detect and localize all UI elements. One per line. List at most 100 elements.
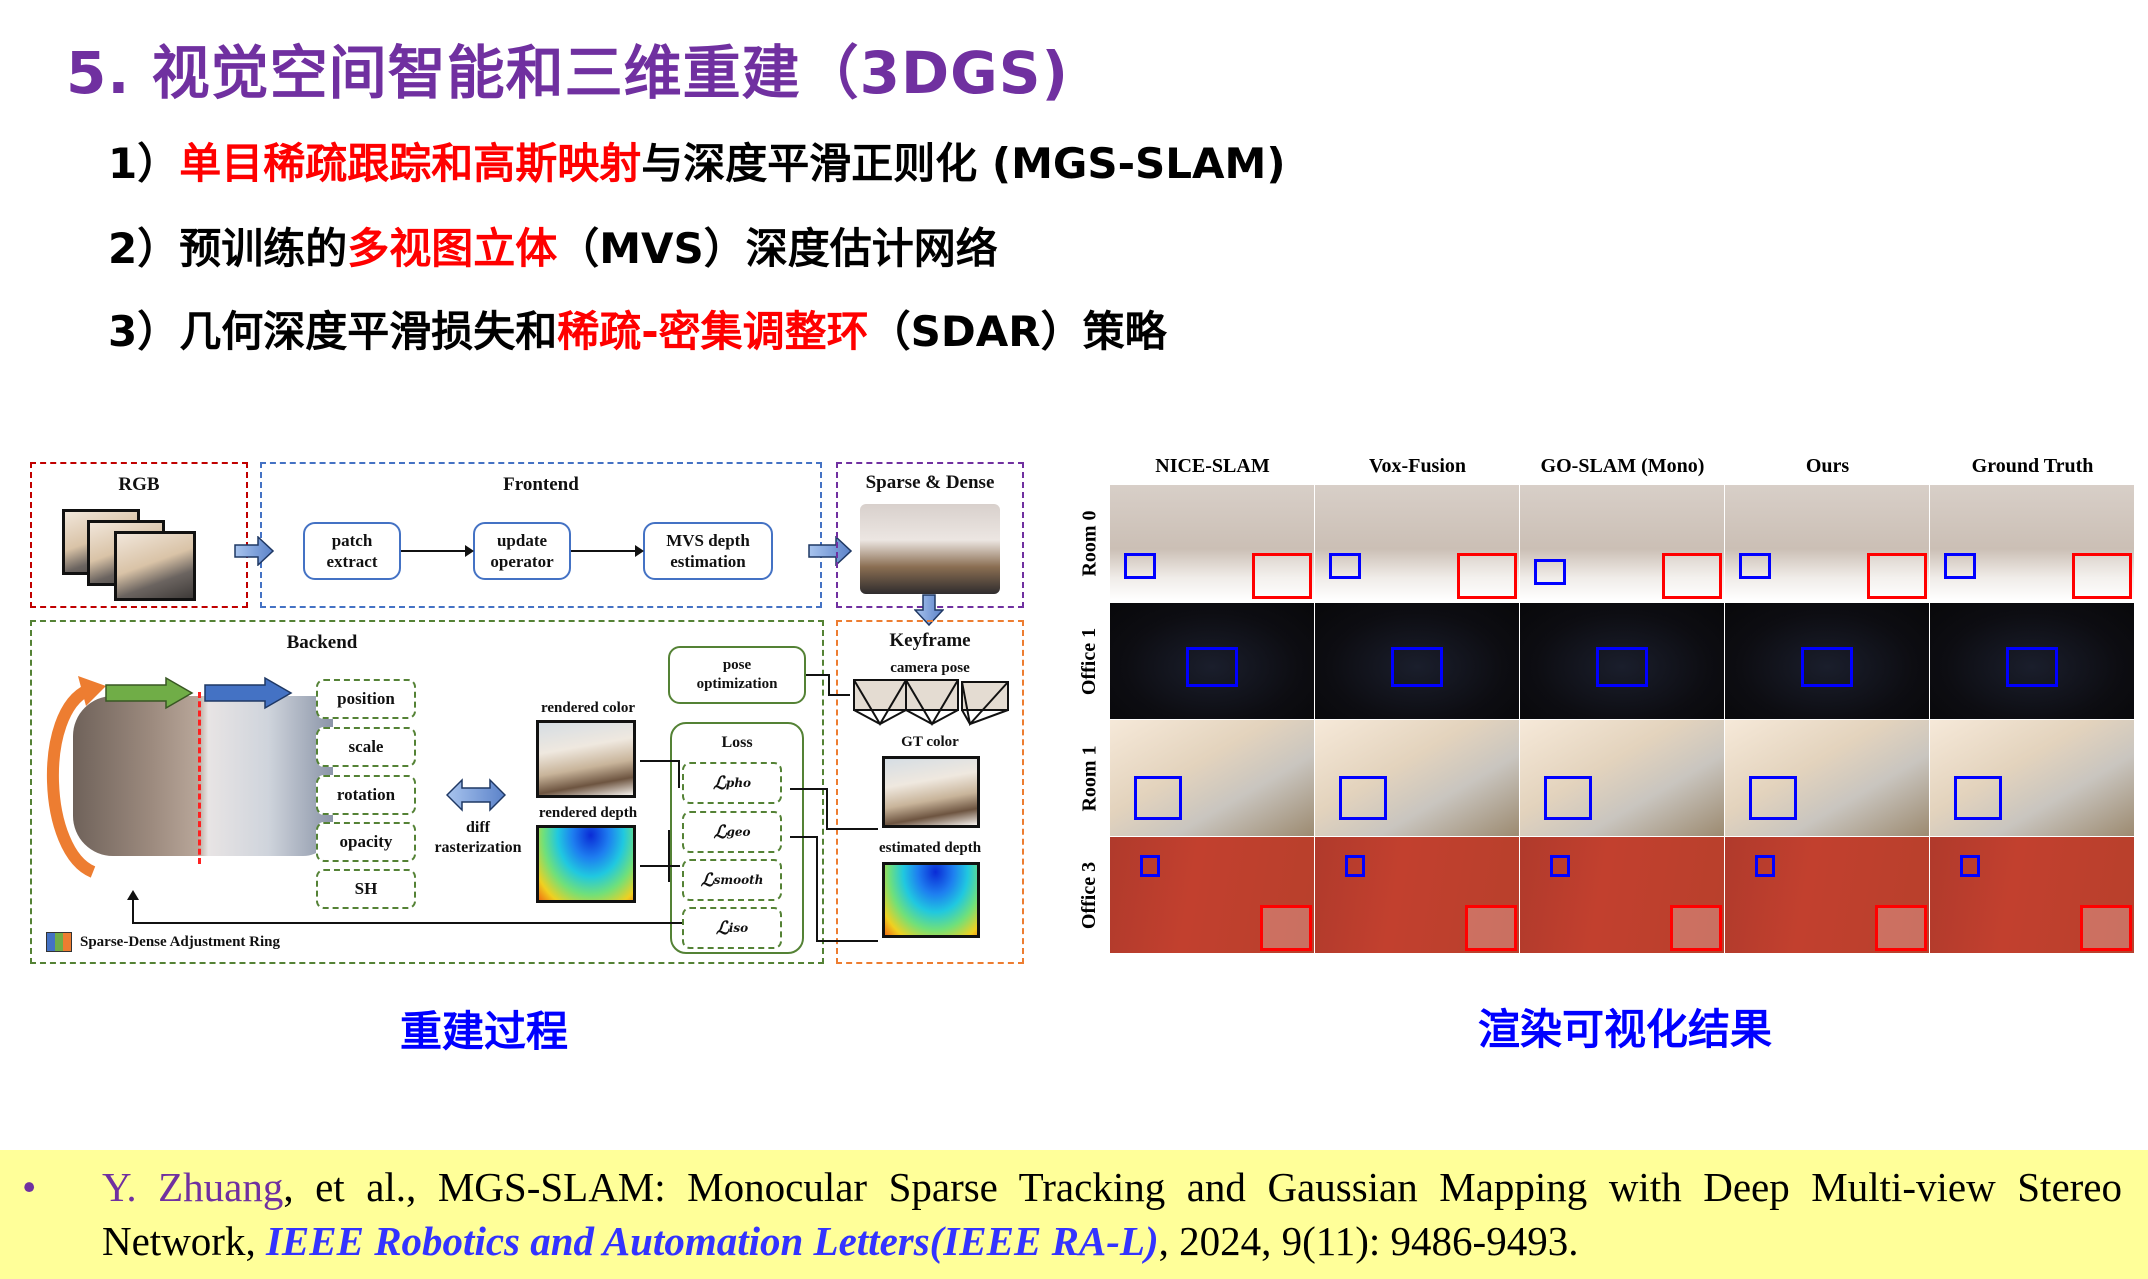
row-label-room0: Room 0 [1070,485,1110,601]
result-image [1520,837,1724,953]
mvs-depth-label: MVS depth estimation [666,531,750,571]
update-operator-step: update operator [473,522,571,580]
connector-line [640,760,680,762]
camera-pose-frustums-icon [853,679,1009,727]
result-image [1725,603,1929,719]
legend-swatch-icon [46,932,72,952]
loss-subscript: iso [728,921,749,935]
pose-optimization-label: pose optimization [696,657,778,692]
slide-title: 5. 视觉空间智能和三维重建（3DGS) [66,39,1069,107]
result-image [1315,720,1519,836]
loss-subscript: pho [725,776,752,790]
split-dashed-line [198,692,201,864]
result-image [1520,603,1724,719]
connector-line [816,940,878,942]
diff-rasterization-label: diff rasterization [434,819,522,856]
row-label-room1: Room 1 [1070,720,1110,836]
rendered-color-label: rendered color [540,700,635,716]
sparse-dense-image [860,504,1000,594]
row-label-text: Room 1 [1078,744,1101,812]
bullet-2-prefix: 2）预训练的 [108,224,348,273]
attribute-label: SH [354,879,378,898]
frontend-label: Frontend [503,474,579,495]
result-image [1930,837,2134,953]
rendered-color-image [536,720,636,798]
column-header-ours: Ours [1805,455,1850,477]
result-image [1725,837,1929,953]
row-label-text: Office 1 [1078,627,1101,695]
attribute-rotation: rotation [316,775,416,815]
reference-text: Y. Zhuang, et al., MGS-SLAM: Monocular S… [102,1160,2122,1268]
loss-subscript: smooth [713,873,764,887]
result-image [1110,603,1314,719]
bullet-1-prefix: 1） [108,139,180,188]
result-image [1725,485,1929,601]
attribute-label: position [337,689,395,708]
connector-line [828,674,830,696]
connector-line [640,865,680,867]
attribute-scale: scale [316,727,416,767]
row-label-text: Office 3 [1078,861,1101,929]
result-image [1110,720,1314,836]
connector-line [668,830,670,882]
reference-details: , 2024, 9(11): 9486-9493. [1158,1218,1579,1264]
connector-line [816,836,818,942]
column-header-go-slam: GO-SLAM (Mono) [1540,455,1705,477]
loss-symbol: ℒ [713,821,727,843]
loss-subscript: geo [726,825,751,839]
rendering-results-grid: NICE-SLAM Vox-Fusion GO-SLAM (Mono) Ours… [1070,455,2134,953]
connector-line [790,788,828,790]
attribute-opacity: opacity [316,822,416,862]
result-image [1520,720,1724,836]
attribute-sh: SH [316,869,416,909]
arrow-line [571,550,637,552]
result-image [1315,603,1519,719]
patch-extract-step: patch extract [303,522,401,580]
rgb-frame-image [114,531,196,601]
reference-bullet: • [22,1164,37,1210]
result-image [1725,720,1929,836]
arrow-line [401,550,467,552]
column-header-ground-truth: Ground Truth [1971,455,2094,477]
loss-symbol: ℒ [712,772,726,794]
gt-color-image [882,756,980,828]
bullet-2-suffix: （MVS）深度估计网络 [557,224,998,273]
bullet-3-prefix: 3）几何深度平滑损失和 [108,307,558,356]
loss-symbol: ℒ [715,917,729,939]
result-image [1930,603,2134,719]
row-label-office1: Office 1 [1070,603,1110,719]
green-arrow-icon [105,676,194,710]
attribute-label: opacity [339,832,393,851]
patch-extract-label: patch extract [326,531,378,571]
bullet-1-highlight: 单目稀疏跟踪和高斯映射 [179,139,642,188]
connector-line [828,694,850,696]
diagram-caption: 重建过程 [400,1007,569,1056]
right-arrow-icon [234,536,274,566]
loss-title: Loss [721,734,753,751]
bullet-2-highlight: 多视图立体 [347,224,558,273]
sparse-dense-label: Sparse & Dense [865,472,995,493]
results-caption: 渲染可视化结果 [1478,1005,1773,1054]
bullet-3: 3）几何深度平滑损失和稀疏-密集调整环（SDAR）策略 [108,298,1167,359]
reference-box: • Y. Zhuang, et al., MGS-SLAM: Monocular… [0,1150,2148,1279]
orange-curved-arrow-icon [47,676,106,878]
ring-legend: Sparse-Dense Adjustment Ring [46,932,280,952]
rgb-box: RGB [30,462,248,608]
attribute-label: rotation [336,785,396,804]
row-label-office3: Office 3 [1070,837,1110,953]
bullet-3-highlight: 稀疏-密集调整环 [557,307,869,356]
column-header-vox-fusion: Vox-Fusion [1368,455,1467,477]
mvs-depth-step: MVS depth estimation [643,522,773,580]
attribute-label: scale [348,737,384,756]
double-arrow-icon [446,778,506,812]
bullet-1-suffix: 与深度平滑正则化 (MGS-SLAM) [641,139,1286,188]
pipeline-diagram: RGB Frontend patch extract update operat… [28,460,1024,966]
connector-line [678,760,680,788]
row-label-text: Room 0 [1078,509,1101,577]
bullet-1: 1）单目稀疏跟踪和高斯映射与深度平滑正则化 (MGS-SLAM) [108,130,1286,191]
column-header-nice-slam: NICE-SLAM [1155,455,1270,477]
result-image [1930,485,2134,601]
bullet-2: 2）预训练的多视图立体（MVS）深度估计网络 [108,215,998,276]
